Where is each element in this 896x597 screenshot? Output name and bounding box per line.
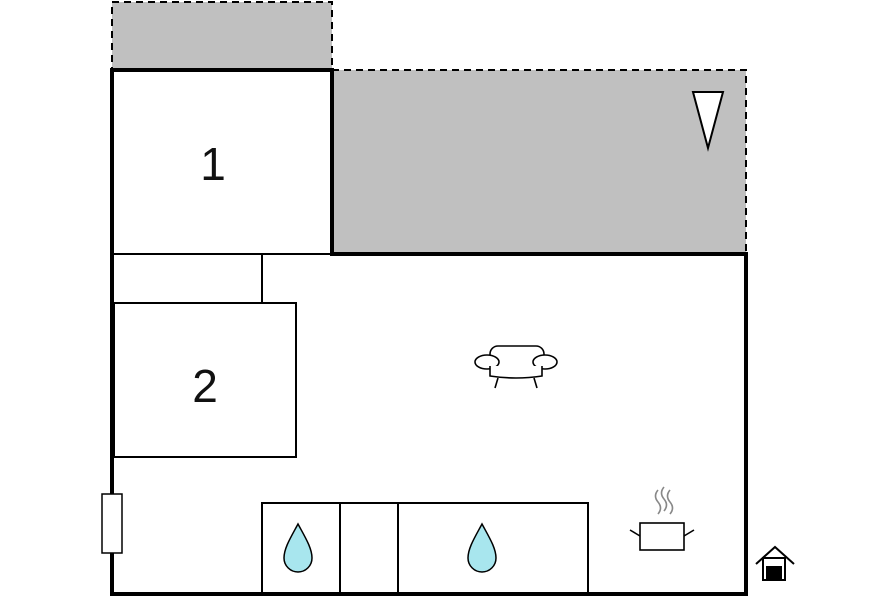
shower-unit: [397, 502, 589, 595]
terrace-right: [331, 69, 747, 255]
bottom-units: [261, 502, 589, 595]
water-drop-icon: [283, 522, 313, 573]
north-arrow-icon: [691, 91, 725, 152]
radiator-icon: [101, 493, 123, 554]
terrace-top-left: [111, 1, 333, 71]
exterior-wall: [110, 68, 748, 596]
entrance-house-icon: [755, 545, 795, 581]
room-2-label: 2: [192, 360, 218, 412]
room-1-label: 1: [200, 138, 226, 190]
room-2-outline: [113, 302, 297, 458]
sofa-icon: [474, 345, 558, 389]
cooking-pot-icon: [629, 486, 695, 551]
terrace-area: [111, 1, 747, 255]
water-drop-icon: [467, 522, 497, 573]
